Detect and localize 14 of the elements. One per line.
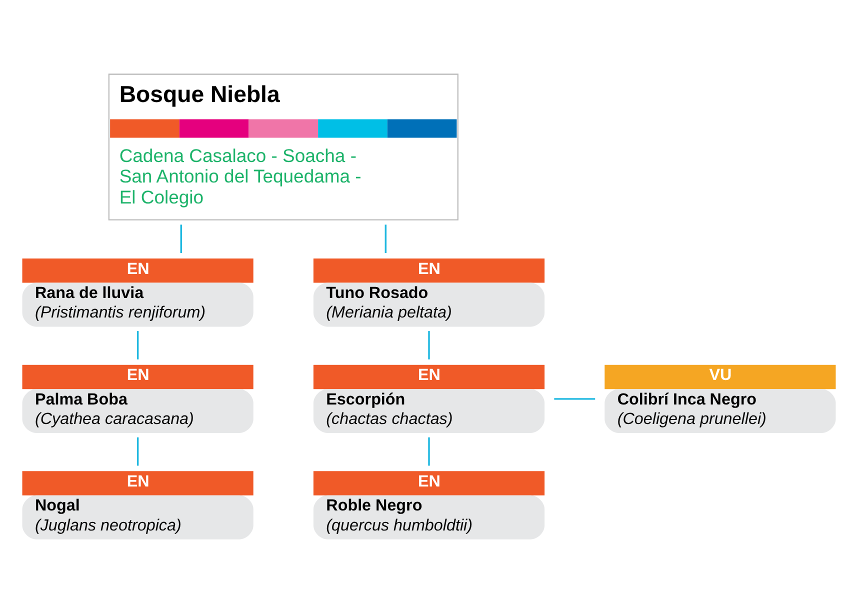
node-label: EN xyxy=(126,472,150,490)
connector xyxy=(136,331,139,360)
node-label: EN xyxy=(418,260,440,278)
node-label: EN xyxy=(418,366,440,384)
connector xyxy=(428,437,430,466)
connector xyxy=(428,331,430,360)
node-label: EN xyxy=(418,472,440,490)
node-label: EN xyxy=(126,260,150,278)
connector xyxy=(136,437,139,466)
node-label: VU xyxy=(709,366,732,384)
node-label: EN xyxy=(126,366,150,384)
connector xyxy=(180,224,182,254)
connector xyxy=(384,224,387,254)
connector xyxy=(554,398,596,400)
